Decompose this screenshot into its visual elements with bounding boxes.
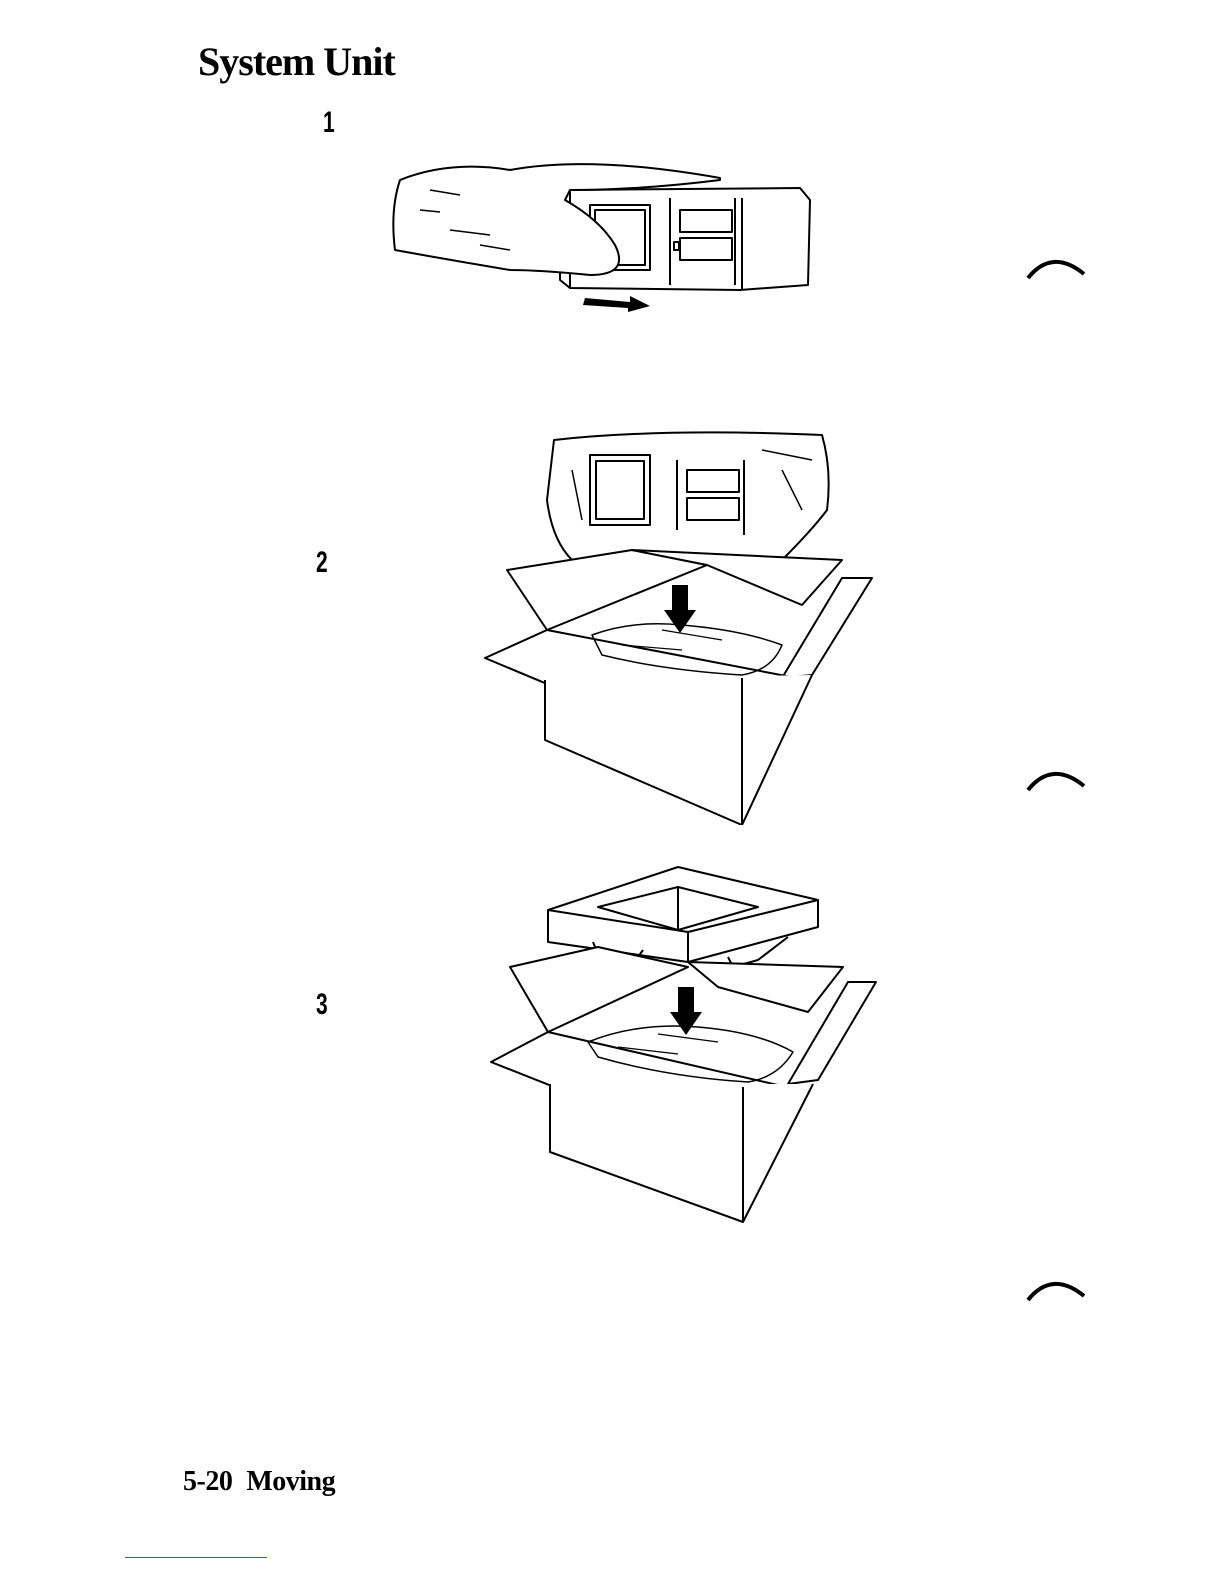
section-name: Moving bbox=[246, 1466, 335, 1497]
step3-illustration bbox=[488, 862, 880, 1232]
page-number: 5-20 bbox=[183, 1466, 232, 1497]
step2-illustration bbox=[482, 430, 882, 825]
tab-marker-icon bbox=[1022, 250, 1092, 290]
page-title: System Unit bbox=[198, 38, 395, 85]
tab-marker-icon bbox=[1022, 762, 1092, 802]
step-number-3: 3 bbox=[316, 988, 328, 1022]
tab-marker-icon bbox=[1022, 1272, 1092, 1312]
arrow-right-icon bbox=[583, 296, 650, 312]
bottom-divider bbox=[125, 1557, 267, 1558]
step-number-2: 2 bbox=[316, 546, 328, 580]
step1-illustration bbox=[390, 150, 820, 320]
step-number-1: 1 bbox=[323, 106, 335, 140]
page-footer: 5-20 Moving bbox=[183, 1466, 335, 1498]
arrow-down-icon bbox=[670, 987, 702, 1035]
